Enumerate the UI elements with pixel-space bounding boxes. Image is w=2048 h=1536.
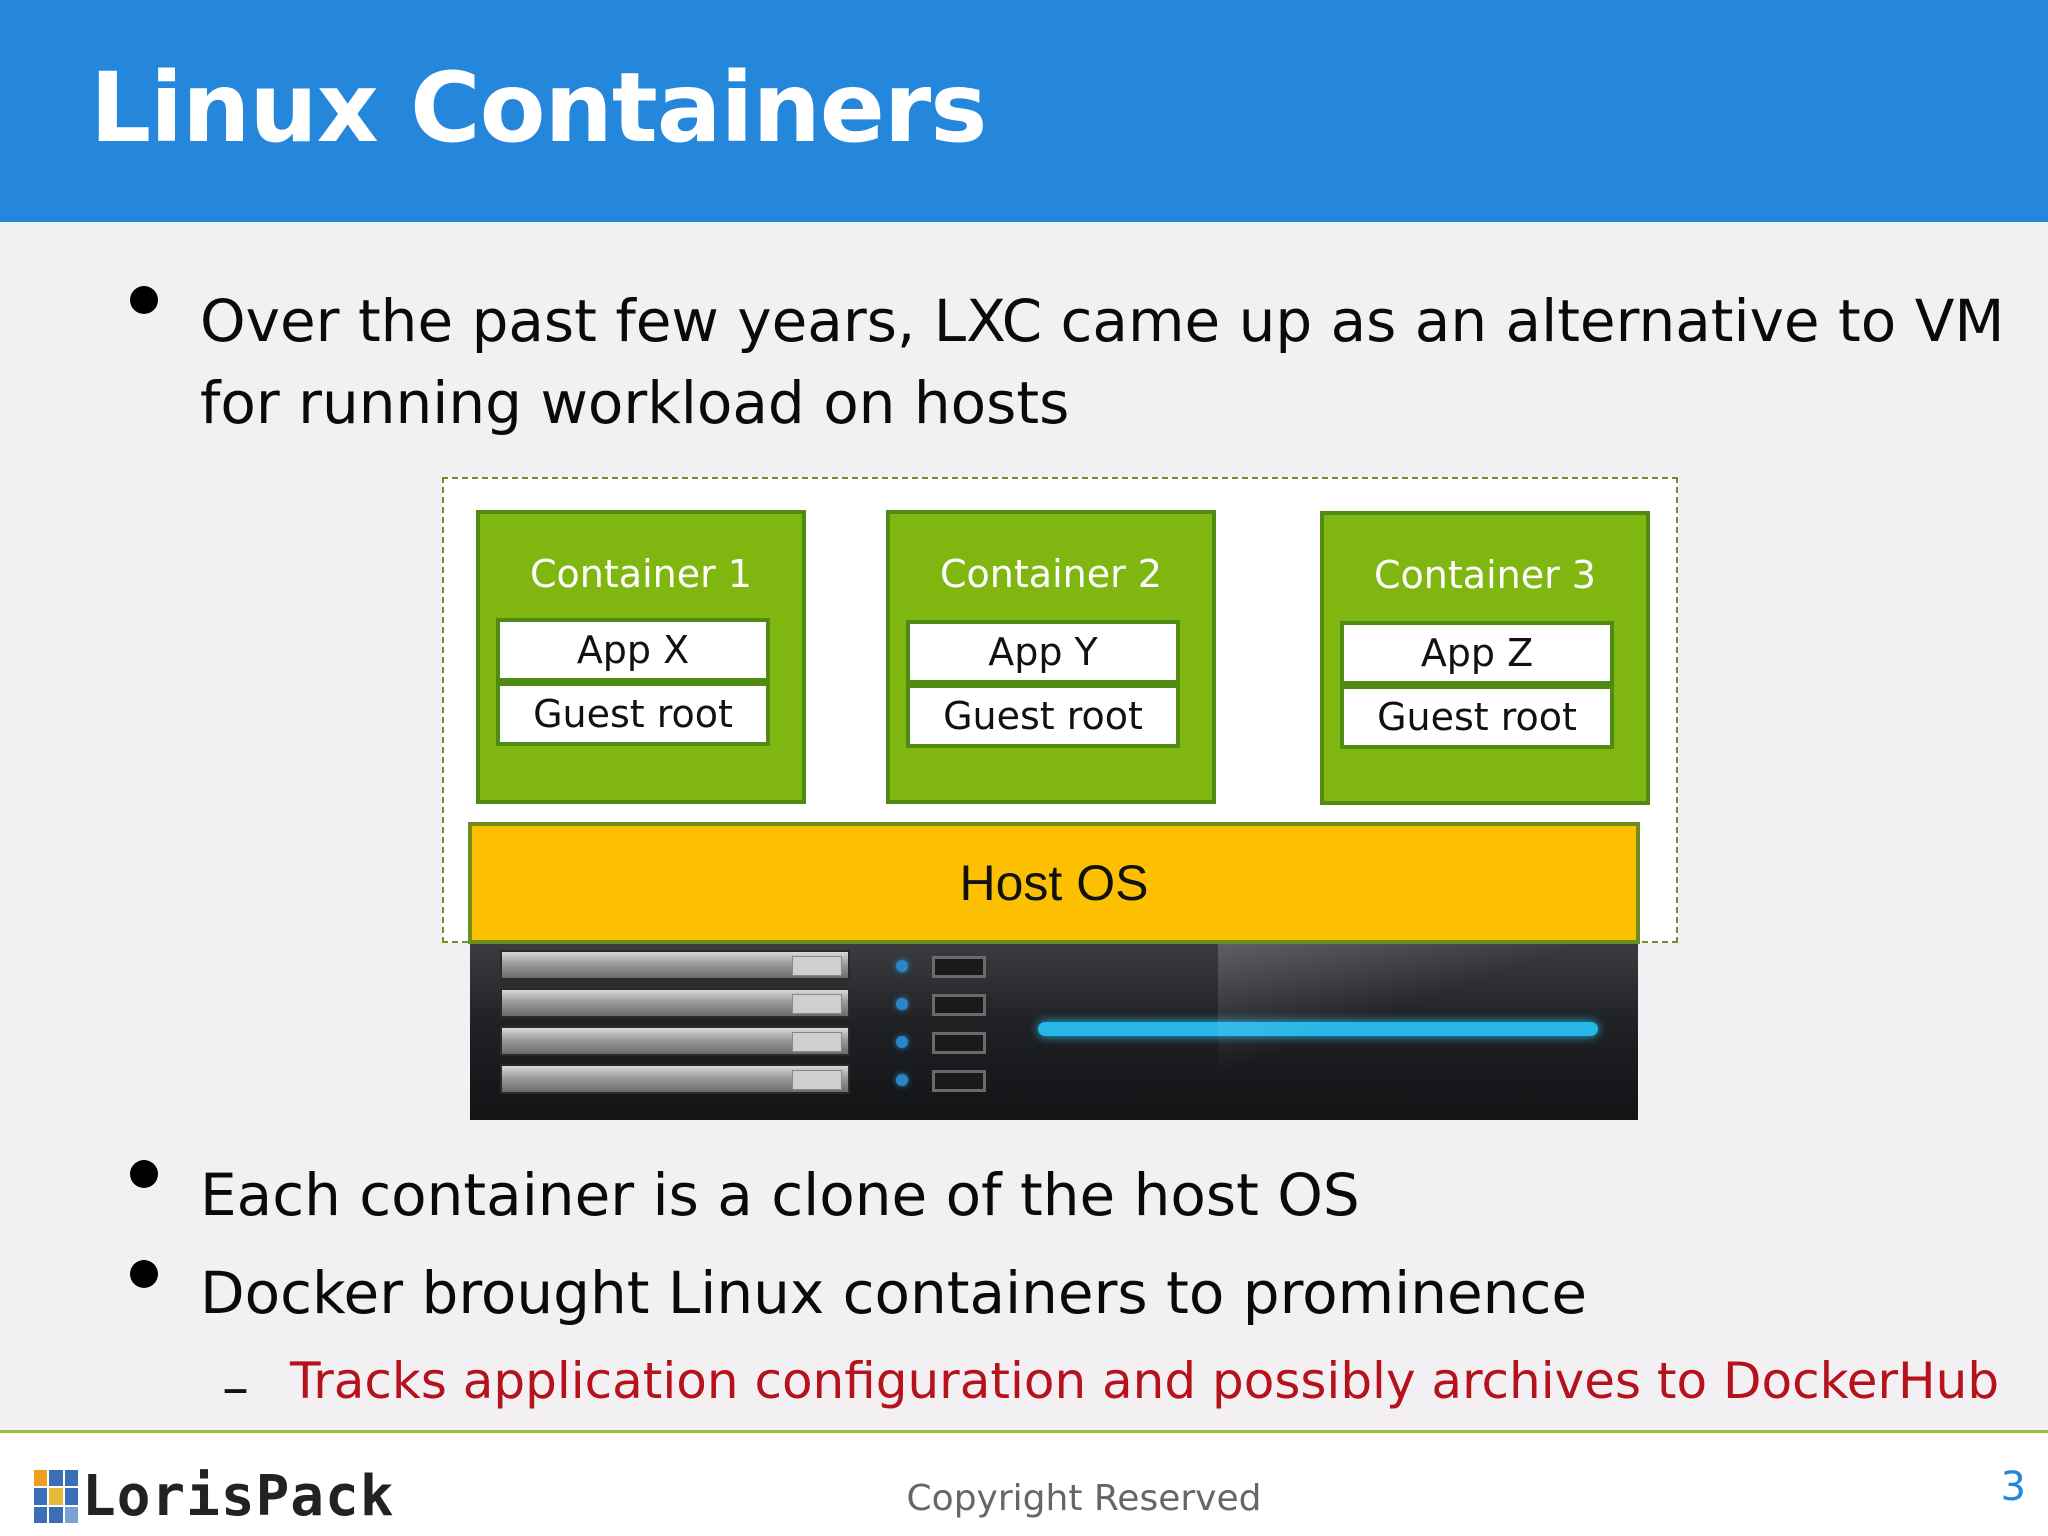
container-2-title: Container 2: [940, 552, 1162, 596]
slide-title: Linux Containers: [90, 52, 987, 164]
logo-text: LorisPack: [82, 1464, 395, 1529]
container-1-guest-root: Guest root: [496, 682, 770, 746]
container-1-title: Container 1: [530, 552, 752, 596]
bullet-2: Each container is a clone of the host OS: [200, 1161, 1360, 1229]
bullet-dot-3: [130, 1260, 158, 1288]
container-3-app: App Z: [1340, 621, 1614, 685]
port-1: [932, 956, 986, 978]
drive-bay-3: [500, 1026, 850, 1056]
container-1-box: Container 1 App X Guest root: [476, 510, 806, 804]
container-3-box: Container 3 App Z Guest root: [1320, 511, 1650, 805]
status-led-2: [896, 998, 908, 1010]
host-os-layer: Host OS: [468, 822, 1640, 944]
container-2-box: Container 2 App Y Guest root: [886, 510, 1216, 804]
copyright-text: Copyright Reserved: [906, 1478, 1262, 1519]
bullet-dot-2: [130, 1160, 158, 1188]
drive-bay-4: [500, 1064, 850, 1094]
title-bar: Linux Containers: [0, 0, 2048, 222]
server-light-bar: [1038, 1022, 1598, 1036]
bullet-1-line-1: Over the past few years, LXC came up as …: [200, 287, 2005, 355]
port-2: [932, 994, 986, 1016]
bullet-dot-1: [130, 286, 158, 314]
status-led-1: [896, 960, 908, 972]
container-3-guest-root: Guest root: [1340, 685, 1614, 749]
footer-bar: [0, 1433, 2048, 1536]
bullet-3: Docker brought Linux containers to promi…: [200, 1259, 1588, 1327]
drive-bay-2: [500, 988, 850, 1018]
container-2-guest-root: Guest root: [906, 684, 1180, 748]
port-4: [932, 1070, 986, 1092]
server-hardware-image: [470, 944, 1638, 1120]
page-number: 3: [2000, 1464, 2026, 1510]
container-1-app: App X: [496, 618, 770, 682]
bullet-1-line-2: for running workload on hosts: [200, 369, 1070, 437]
status-led-4: [896, 1074, 908, 1086]
container-2-app: App Y: [906, 620, 1180, 684]
drive-bay-1: [500, 950, 850, 980]
sub-bullet-dash: –: [222, 1356, 249, 1419]
lorispack-logo: LorisPack: [34, 1464, 394, 1529]
sub-bullet-text: Tracks application configuration and pos…: [290, 1352, 2000, 1410]
port-3: [932, 1032, 986, 1054]
logo-grid-icon: [34, 1469, 78, 1524]
status-led-3: [896, 1036, 908, 1048]
footer-divider: [0, 1430, 2048, 1433]
container-3-title: Container 3: [1374, 553, 1596, 597]
